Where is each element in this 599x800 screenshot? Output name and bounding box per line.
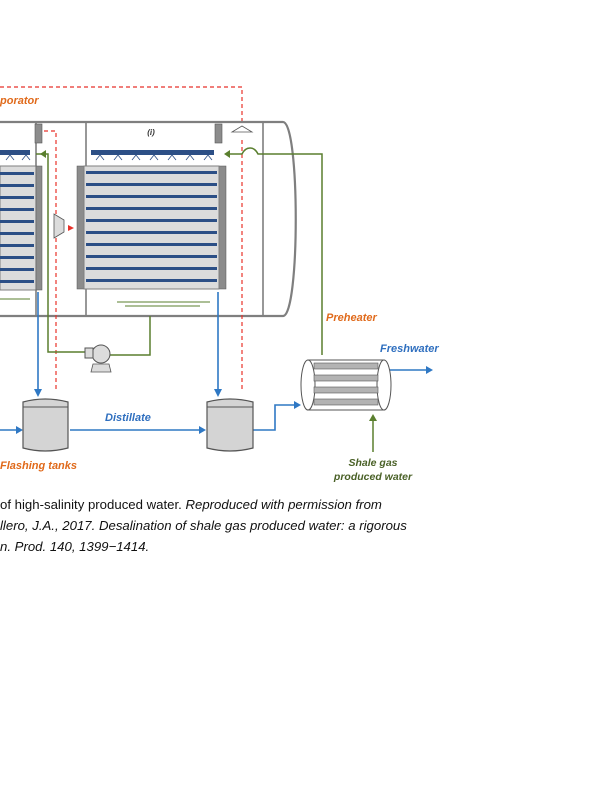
caption-line-1: of high-salinity produced water. Reprodu…	[0, 494, 483, 515]
mist-eliminator-icon	[230, 125, 254, 133]
distillate-arrow-3-icon	[16, 426, 23, 434]
tube-bundle-main	[76, 150, 227, 307]
flashing-tank-1	[22, 398, 69, 452]
preheater	[300, 359, 392, 411]
pump-icon	[84, 344, 112, 373]
figure-caption: of high-salinity produced water. Reprodu…	[0, 494, 483, 557]
vapor-compressor-icon	[53, 213, 65, 239]
brine-arrow-icon	[224, 150, 230, 158]
unit-marker: (i)	[147, 128, 155, 137]
caption-line-3: n. Prod. 140, 1399−1414.	[0, 539, 150, 554]
distillate-label: Distillate	[105, 412, 151, 424]
evaporator-label: porator	[0, 95, 39, 107]
flashing-tank-2	[206, 398, 254, 452]
distillate-arrow-5-icon	[294, 401, 301, 409]
caption-line-1-italic: Reproduced with permission from	[185, 497, 382, 512]
caption-line-2: llero, J.A., 2017. Desalination of shale…	[0, 518, 407, 533]
distillate-arrow-4-icon	[199, 426, 206, 434]
stage-wall-right	[214, 123, 223, 144]
distillate-arrow-1-icon	[34, 389, 42, 397]
tube-bundle-left	[0, 150, 43, 300]
vapor-arrow-icon	[68, 225, 74, 231]
freshwater-label: Freshwater	[380, 343, 439, 355]
feed-arrow-icon	[369, 414, 377, 421]
caption-line-1-plain: of high-salinity produced water.	[0, 497, 186, 512]
vapor-line	[44, 130, 243, 390]
desalination-diagram: (i)	[0, 86, 439, 483]
distillate-arrow-2-icon	[214, 389, 222, 397]
spray-header-left	[5, 154, 31, 161]
vapor-return-line	[0, 86, 243, 128]
stage-wall-left	[34, 123, 43, 144]
preheater-label: Preheater	[326, 312, 377, 324]
freshwater-arrow-icon	[426, 366, 433, 374]
flashing-tanks-label: Flashing tanks	[0, 460, 77, 472]
feed-label-line1: Shale gas	[348, 457, 397, 469]
distillate-line	[0, 292, 428, 431]
feed-label-line2: produced water	[333, 471, 413, 483]
brine-arrow-left-icon	[40, 150, 46, 158]
